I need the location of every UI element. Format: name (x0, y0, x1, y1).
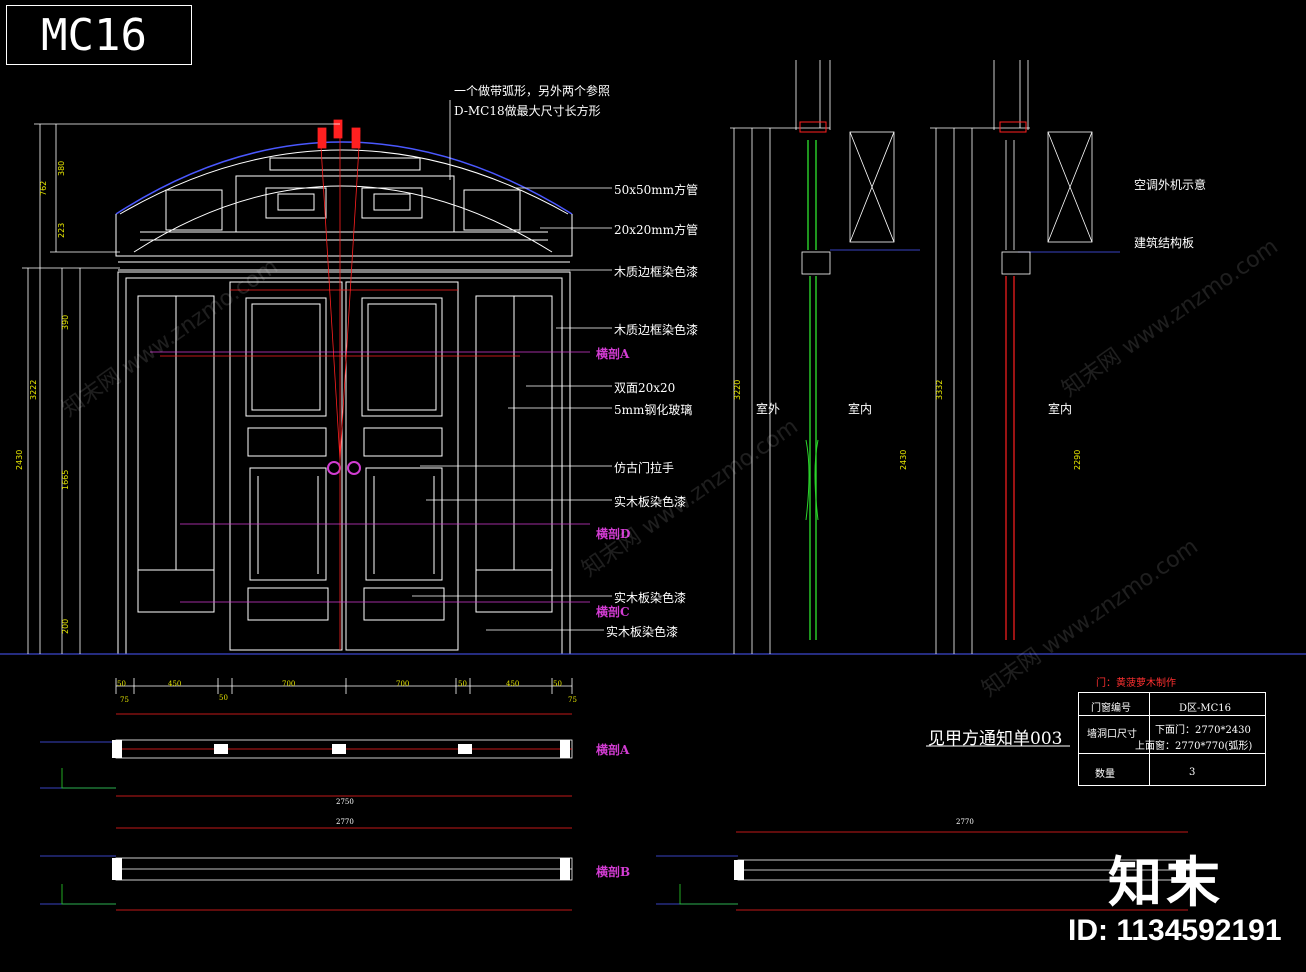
dim-overall-c: 2770 (956, 818, 974, 826)
table-row2-value-a: 下面门：2770*2430 (1155, 725, 1251, 736)
callout-4: 木质边框染色漆 (614, 323, 699, 337)
dim-b3: 700 (282, 680, 296, 688)
side-dim-text: 3220 3332 2430 2290 (733, 380, 1082, 470)
label-inside-2: 室内 (1048, 402, 1073, 416)
top-note-1: 一个做带弧形，另外两个参照 (454, 84, 611, 98)
spec-table: 门窗编号 D区-MC16 墙洞口尺寸 下面门：2770*2430 上面窗：277… (1078, 692, 1266, 786)
drawing-title-box: MC16 (6, 5, 192, 65)
top-note-2: D-MC18做最大尺寸长方形 (454, 104, 601, 118)
label-outside: 室外 (756, 402, 781, 416)
callout-3: 木质边框染色漆 (614, 265, 699, 279)
label-inside-1: 室内 (848, 402, 873, 416)
brand-id: ID: 1134592191 (1068, 914, 1282, 947)
svg-text:390: 390 (61, 315, 70, 330)
section-lines (150, 351, 590, 603)
side-section-1-profile (799, 121, 827, 640)
dim-b7: 50 (553, 680, 562, 688)
section-mark-b-plan: 横剖B (596, 865, 631, 879)
callout-6: 5mm钢化玻璃 (614, 403, 693, 417)
side-section-2-profile (999, 121, 1027, 640)
svg-text:380: 380 (57, 161, 66, 176)
red-guides (160, 119, 520, 650)
svg-text:762: 762 (39, 181, 48, 196)
brand-logo: 知末 (1108, 851, 1224, 914)
callout-8: 实木板染色漆 (614, 495, 687, 509)
left-dims (22, 123, 340, 654)
callout-leaders (412, 100, 612, 631)
table-row2-value-b: 上面窗：2770*770(弧形) (1135, 741, 1253, 752)
dim-b1: 450 (168, 680, 182, 688)
svg-text:3222: 3222 (29, 380, 38, 400)
dim-b5: 50 (458, 680, 467, 688)
label-ac-unit: 空调外机示意 (1134, 178, 1207, 192)
drawing-title: MC16 (41, 10, 147, 61)
section-markers (112, 740, 1186, 880)
table-row2-label: 墙洞口尺寸 (1087, 729, 1137, 740)
svg-text:3220: 3220 (733, 380, 742, 400)
dim-75-left: 75 (120, 696, 129, 704)
callout-9: 实木板染色漆 (614, 591, 687, 605)
door-elevation (0, 141, 1306, 655)
dim-b0: 50 (117, 680, 126, 688)
callout-5: 双面20x20 (614, 381, 676, 395)
svg-text:2290: 2290 (1073, 450, 1082, 470)
callout-10: 实木板染色漆 (606, 625, 679, 639)
callout-2: 20x20mm方管 (614, 223, 699, 237)
table-row1-value: D区-MC16 (1179, 703, 1232, 714)
dim-75-right: 75 (568, 696, 577, 704)
dim-overall-b: 2770 (336, 818, 354, 826)
table-row3-label: 数量 (1095, 769, 1115, 780)
svg-text:2430: 2430 (899, 450, 908, 470)
svg-text:3332: 3332 (935, 380, 944, 400)
bottom-dims (115, 678, 573, 694)
svg-text:1665: 1665 (61, 470, 70, 490)
table-header: 门：黄菠萝木制作 (1096, 678, 1176, 689)
callout-1: 50x50mm方管 (614, 183, 699, 197)
section-mark-a-plan: 横剖A (596, 743, 630, 757)
left-dim-text: 762 380 223 3222 2430 1665 390 200 (15, 161, 70, 634)
dim-b2: 50 (219, 694, 228, 702)
section-mark-c: 横剖C (596, 605, 630, 619)
dim-b4: 700 (396, 680, 410, 688)
dim-sec-total: 2750 (336, 798, 354, 806)
notice-text: 见甲方通知单003 (928, 729, 1063, 749)
callout-7: 仿古门拉手 (614, 461, 675, 475)
svg-text:2430: 2430 (15, 450, 24, 470)
label-slab: 建筑结构板 (1134, 236, 1195, 250)
svg-text:223: 223 (57, 223, 66, 238)
svg-text:200: 200 (61, 619, 70, 634)
table-row1-label: 门窗编号 (1091, 703, 1131, 714)
section-mark-d: 横剖D (596, 527, 631, 541)
side-section-2 (930, 60, 1120, 654)
dim-b6: 450 (506, 680, 520, 688)
side-section-1 (730, 60, 920, 654)
section-mark-a: 横剖A (596, 347, 630, 361)
table-row3-value: 3 (1189, 767, 1196, 778)
